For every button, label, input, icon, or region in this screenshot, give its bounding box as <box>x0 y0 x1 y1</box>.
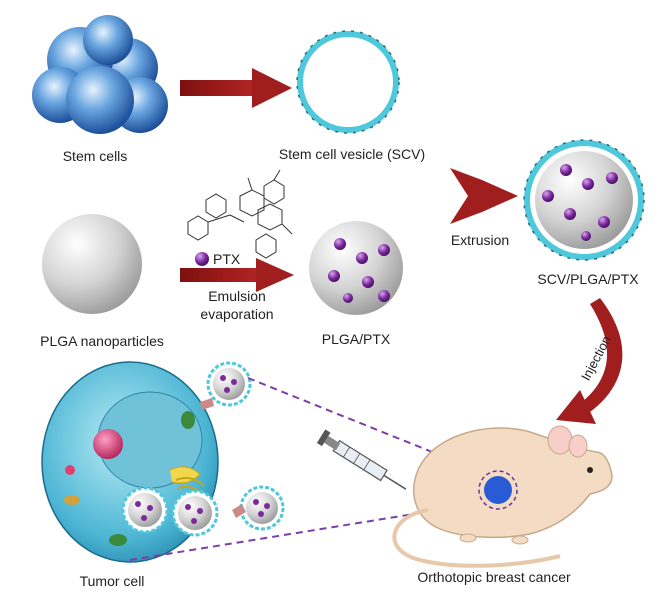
arrow-stem-to-scv <box>180 68 292 108</box>
tumor-vesicle-bottom-left <box>121 486 169 534</box>
tumor-vesicle-bottom-middle <box>171 489 219 537</box>
label-tumor-cell: Tumor cell <box>79 573 145 589</box>
label-plga-nanoparticles: PLGA nanoparticles <box>40 333 164 349</box>
ptx-legend-dot <box>195 252 209 266</box>
arrow-emulsion <box>180 258 294 292</box>
scv-vesicle-icon <box>296 30 400 134</box>
cell-receptors <box>200 398 246 518</box>
label-scv-plga-ptx: SCV/PLGA/PTX <box>537 271 639 287</box>
label-orthotopic: Orthotopic breast cancer <box>417 569 571 585</box>
label-ptx: PTX <box>213 251 241 267</box>
label-extrusion: Extrusion <box>450 232 510 248</box>
arrow-injection <box>556 298 623 424</box>
label-scv: Stem cell vesicle (SCV) <box>278 146 426 162</box>
tumor-vesicle-right <box>239 485 285 531</box>
stem-cells-icon <box>32 15 168 134</box>
chemical-structure-icon <box>187 169 293 259</box>
label-plga-ptx: PLGA/PTX <box>321 331 391 347</box>
tumor-vesicle-top <box>206 361 252 407</box>
label-emulsion-2: evaporation <box>200 306 274 322</box>
plga-nanoparticle-icon <box>42 214 142 314</box>
mouse-icon <box>392 425 613 568</box>
arrow-extrusion <box>450 168 518 224</box>
syringe-icon <box>316 429 407 490</box>
scv-plga-ptx-icon <box>523 139 645 261</box>
plga-ptx-icon <box>309 221 403 315</box>
label-emulsion-1: Emulsion <box>208 288 266 304</box>
label-stem-cells: Stem cells <box>62 148 128 164</box>
